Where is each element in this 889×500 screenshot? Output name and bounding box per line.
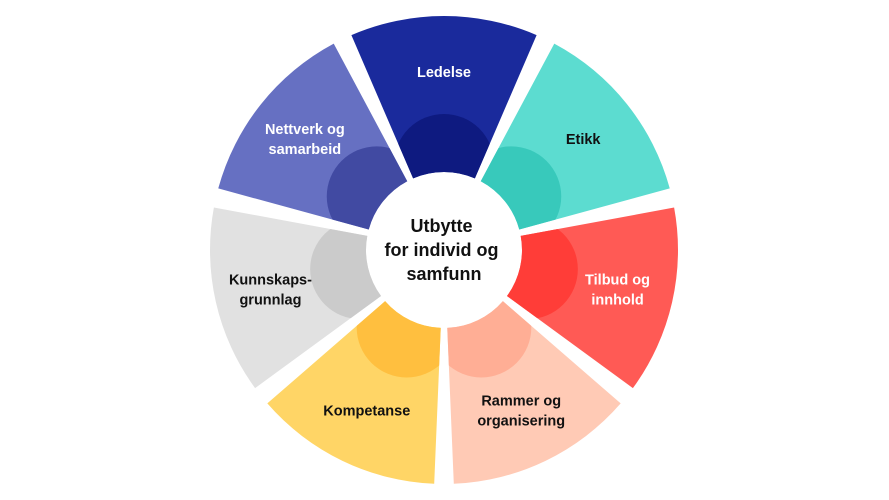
- segment-label-line: Rammer og: [481, 393, 561, 409]
- segment-label: Tilbud og innhold: [585, 273, 650, 309]
- segment-label-line: samarbeid: [269, 142, 342, 158]
- segment-label-line: Tilbud og: [585, 273, 650, 289]
- center-circle: Utbytte for individ og samfunn: [374, 180, 514, 320]
- segment-label-line: Kunnskaps-: [229, 273, 312, 289]
- segment-label-line: Etikk: [566, 132, 602, 148]
- segment-label-line: grunnlag: [239, 293, 301, 309]
- center-label: Utbytte for individ og samfunn: [384, 216, 503, 284]
- center-label-line-1: Utbytte: [410, 216, 472, 236]
- segment-2: Tilbud og innhold: [506, 207, 678, 389]
- segment-label-line: Ledelse: [417, 65, 471, 81]
- segment-label: Kompetanse: [323, 403, 410, 419]
- center-label-line-2: for individ og: [384, 240, 498, 260]
- segment-label: Etikk: [566, 132, 602, 148]
- segment-inner-shade: [506, 219, 578, 320]
- segment-5: Kunnskaps-grunnlag: [210, 207, 382, 389]
- segment-wedge: [351, 16, 537, 179]
- segment-0: Ledelse: [351, 16, 537, 179]
- segment-inner-shade: [310, 219, 382, 320]
- segment-label-line: organisering: [477, 413, 565, 429]
- segment-label: Rammer og organisering: [477, 393, 565, 429]
- segment-label-line: Nettverk og: [265, 122, 345, 138]
- segment-label: Nettverk og samarbeid: [265, 122, 345, 158]
- segment-label: Ledelse: [417, 65, 471, 81]
- segment-label: Kunnskaps-grunnlag: [229, 273, 312, 309]
- center-label-line-3: samfunn: [406, 264, 481, 284]
- segment-label-line: Kompetanse: [323, 403, 410, 419]
- segment-label-line: innhold: [591, 293, 643, 309]
- segment-inner-shade: [394, 114, 494, 179]
